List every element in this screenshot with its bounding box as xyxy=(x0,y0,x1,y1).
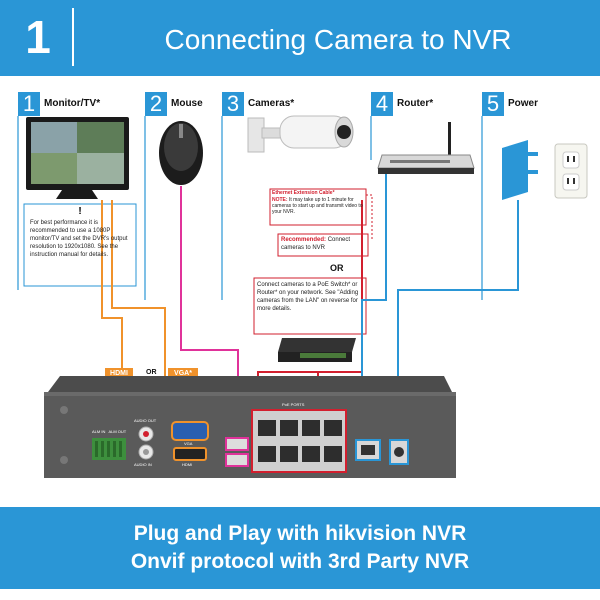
monitor-icon xyxy=(26,117,129,199)
recommended-box xyxy=(277,233,369,257)
recommended-text: Connect cameras to NVR xyxy=(281,237,351,251)
vga-port-label: VGA xyxy=(184,441,193,446)
recommended-note: Recommended: Connect cameras to NVR xyxy=(281,236,367,252)
header-divider xyxy=(72,8,74,66)
note-label: NOTE: xyxy=(272,197,288,203)
recommended-label: Recommended: xyxy=(281,237,327,243)
step-4-label: Router* xyxy=(397,98,434,109)
step-5-label: Power xyxy=(508,98,539,109)
audio-out-label: AUDIO OUT xyxy=(134,418,157,423)
vga-label: VGA* xyxy=(174,370,192,377)
step-3-label: Cameras* xyxy=(248,98,295,109)
router-cable xyxy=(361,174,387,450)
step-2-label: Mouse xyxy=(171,98,203,109)
bottom-banner xyxy=(0,507,600,589)
ext-dash xyxy=(366,194,373,240)
poe-switch-icon xyxy=(278,338,356,362)
hdmi-vga-or: OR xyxy=(146,369,157,376)
audio-in-label: AUDIO IN xyxy=(134,462,152,467)
camera-icon xyxy=(247,115,354,153)
power-adapter-icon xyxy=(502,140,588,200)
nvr-device xyxy=(44,376,456,478)
poe-note-box xyxy=(253,277,367,335)
mouse-icon xyxy=(159,121,203,185)
hdmi-port-label: HDMI xyxy=(182,462,193,467)
bottom-line-2: Onvif protocol with 3rd Party NVR xyxy=(130,550,470,573)
step-guide-lines xyxy=(17,116,483,300)
extension-note-box xyxy=(269,188,367,226)
alarm-label: ALM IN ALM OUT xyxy=(92,429,127,434)
step-1-number: 1 xyxy=(18,92,40,116)
step-4-number: 4 xyxy=(371,92,393,116)
router-icon xyxy=(377,122,475,174)
or-divider-text: OR xyxy=(330,263,344,273)
bottom-line-1: Plug and Play with hikvision NVR xyxy=(133,522,467,545)
monitor-note-text: For best performance it is recommended t… xyxy=(30,220,128,258)
step-2-number: 2 xyxy=(145,92,167,116)
hdmi-label: HDMI xyxy=(110,370,128,377)
poe-ports-label: PoE PORTS xyxy=(282,402,305,407)
step-3-number: 3 xyxy=(222,92,244,116)
header-step-number: 1 xyxy=(25,11,51,63)
monitor-note-box xyxy=(23,203,137,287)
page-title: Connecting Camera to NVR xyxy=(164,24,512,55)
extension-note: NOTE: It may take up to 1 minute for cam… xyxy=(272,197,364,215)
power-cable xyxy=(397,200,519,440)
note-text: It may take up to 1 minute for cameras t… xyxy=(272,197,363,215)
step-5-number: 5 xyxy=(482,92,504,116)
poe-note-text: Connect cameras to a PoE Switch* or Rout… xyxy=(257,282,359,312)
warning-icon: ! xyxy=(78,206,82,217)
header-banner xyxy=(0,0,600,76)
step-1-label: Monitor/TV* xyxy=(44,98,101,109)
extension-cable-label: Ethernet Extension Cable* xyxy=(272,190,335,196)
